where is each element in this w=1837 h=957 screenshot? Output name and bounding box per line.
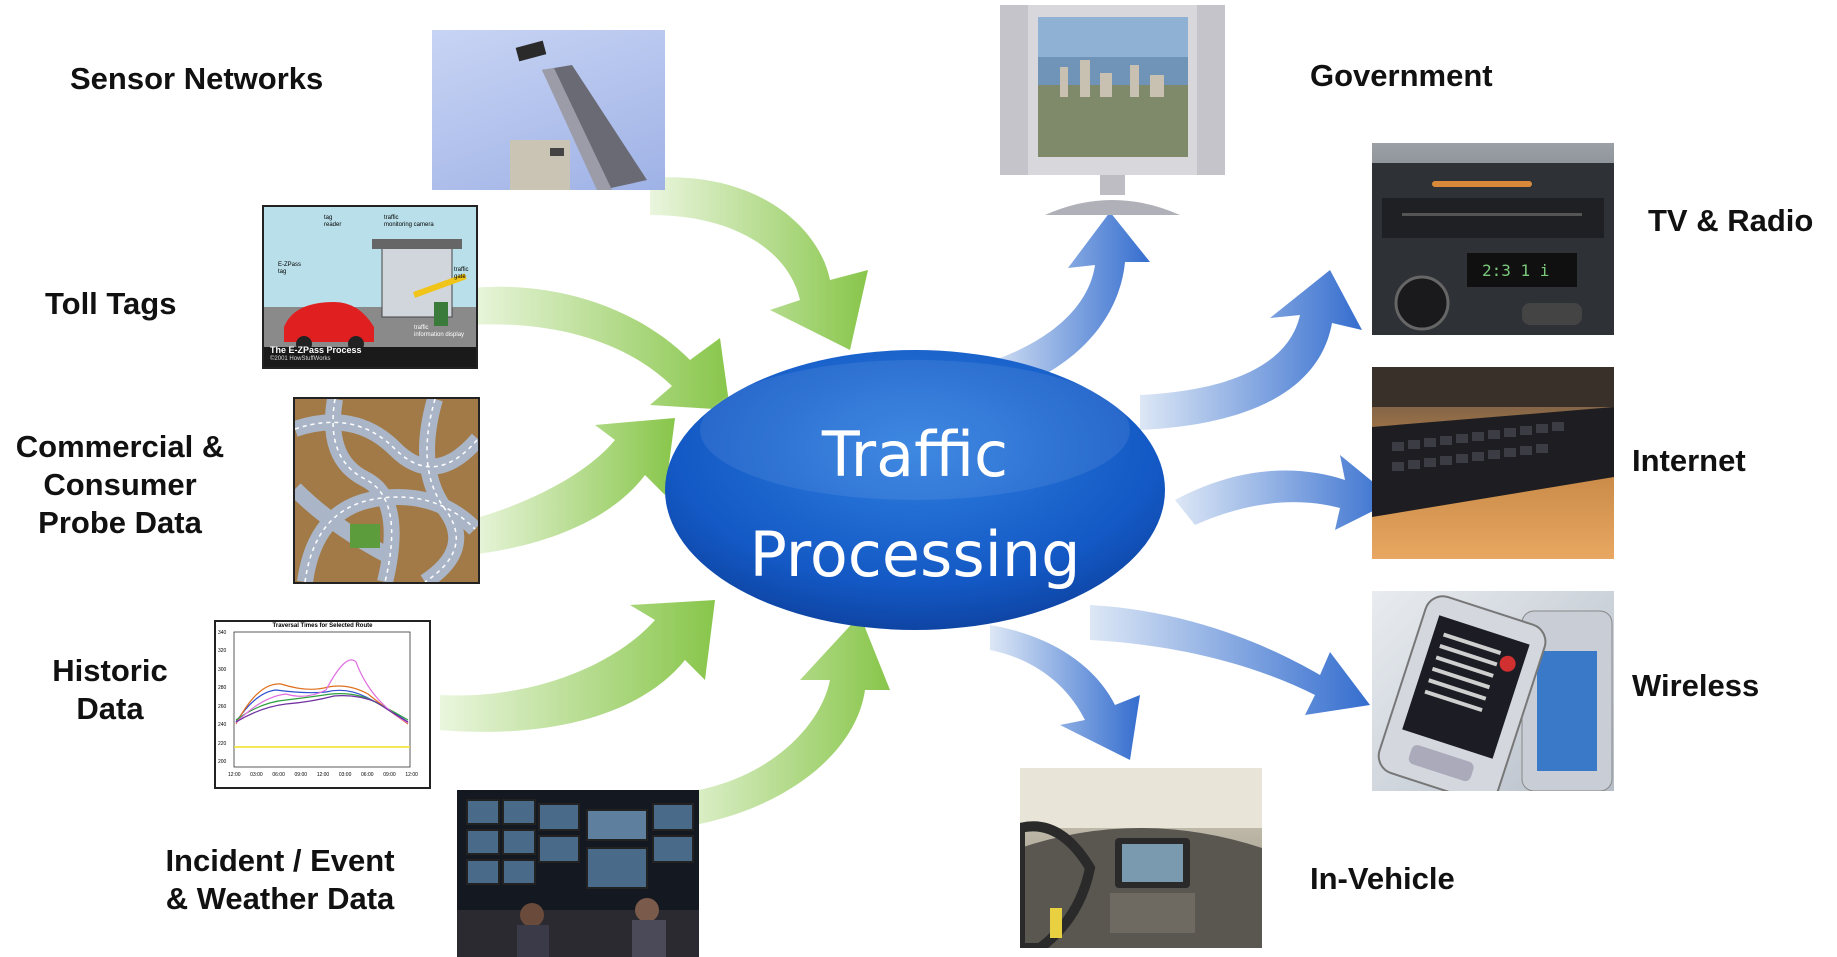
arrow-internet [1175,455,1395,530]
xtick: 12:00 [316,772,330,778]
center-line-1: Traffic [821,418,1009,491]
xtick: 03:00 [250,772,263,778]
arrow-invehicle [990,625,1140,760]
arrow-probe [470,418,675,555]
arrow-wireless [1090,605,1370,715]
ytick: 240 [218,722,227,729]
ytick: 320 [218,648,227,655]
chart-xticks: 12:00 03:00 06:00 09:00 12:00 03:00 06:0… [228,772,418,778]
xtick: 06:00 [272,772,285,778]
xtick: 09:00 [294,772,308,778]
label-internet: Internet [1632,443,1746,478]
center-title: Traffic Processing [665,405,1165,605]
label-tv-radio: TV & Radio [1648,203,1814,238]
ytick: 280 [218,685,227,692]
highway-interchange-icon [293,397,480,584]
xtick: 09:00 [383,772,396,778]
car-radio-icon: 2:3 1 i [1372,143,1614,335]
ytick: 200 [218,758,227,765]
label-wireless: Wireless [1632,668,1760,703]
car-dashboard-icon [1020,768,1262,948]
label-government: Government [1310,58,1493,93]
toll-credit: ©2001 HowStuffWorks [270,356,331,362]
toll-camera-label: traffic monitoring camera [384,215,434,228]
arrow-incident [660,615,890,830]
xtick: 06:00 [361,772,374,778]
arrow-tv [1140,270,1362,430]
xtick: 12:00 [405,772,418,778]
label-historic-data: Historic Data [52,653,168,726]
label-sensor-networks: Sensor Networks [70,61,324,96]
toll-reader-label: tag reader [324,215,342,228]
svg-text:2:3 1 i: 2:3 1 i [1482,261,1549,280]
label-toll-tags: Toll Tags [45,286,177,321]
ytick: 300 [218,666,227,673]
center-line-2: Processing [749,518,1081,591]
xtick: 03:00 [338,772,352,778]
ytick: 340 [218,630,227,636]
label-in-vehicle: In-Vehicle [1310,861,1455,896]
ytick: 260 [218,703,227,710]
toll-display-label: traffic information display [414,325,465,338]
arrow-toll [470,286,730,410]
label-incident-data: Incident / Event & Weather Data [165,843,395,916]
label-probe-data: Commercial & Consumer Probe Data [15,429,225,540]
ytick: 220 [218,740,227,747]
chart-yticks: 340 320 300 280 260 240 220 200 [218,630,226,765]
toll-gate-label: traffic gate [454,267,469,280]
line-chart-icon: Traversal Times for Selected Route 340 3… [214,620,431,789]
toll-ezpass-label: E-ZPass tag [278,262,302,275]
monitor-icon [1000,5,1225,215]
arrow-sensor [650,177,868,350]
control-room-icon [457,790,699,957]
arrow-historic [440,600,715,732]
keyboard-icon [1372,367,1614,559]
arrow-government [980,212,1150,395]
smartphone-icon [1372,591,1614,791]
sensor-pole-icon [432,30,665,190]
toll-booth-icon: The E-ZPass Process ©2001 HowStuffWorks … [262,205,478,369]
chart-title: Traversal Times for Selected Route [272,623,373,629]
xtick: 12:00 [228,772,241,778]
traffic-processing-ellipse [665,350,1165,630]
toll-caption: The E-ZPass Process [270,345,362,355]
